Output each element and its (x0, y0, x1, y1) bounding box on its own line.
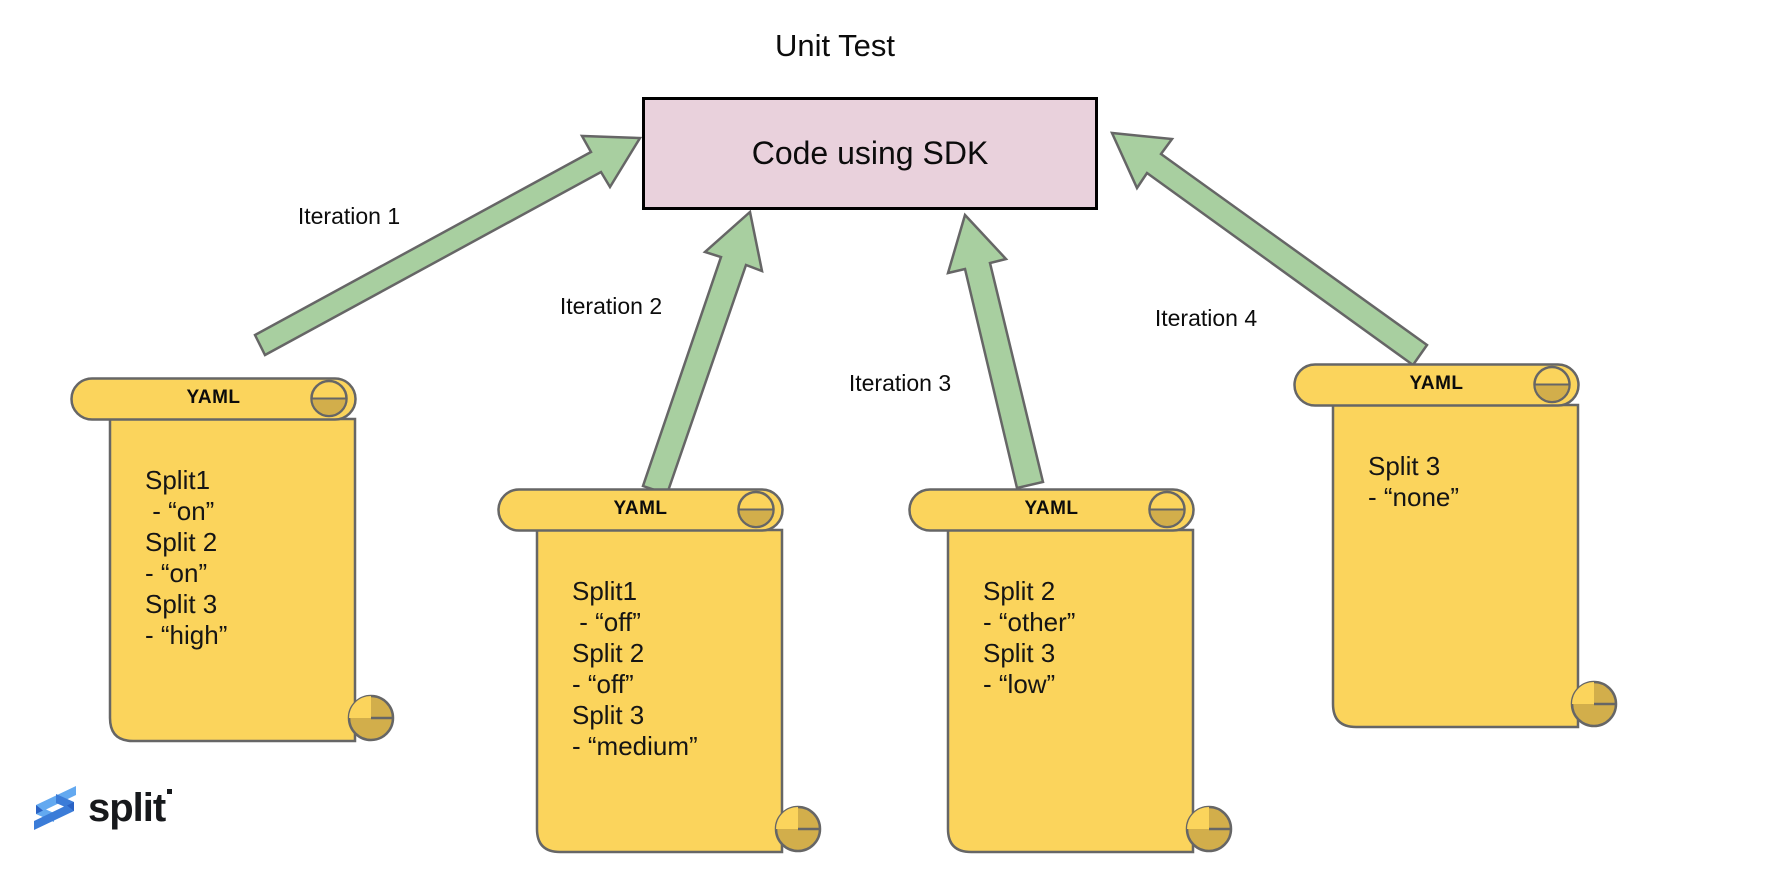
arrow-iteration-3 (946, 212, 1045, 490)
arrow-iteration-1 (253, 134, 643, 357)
yaml-scroll-4-header: YAML (1409, 373, 1464, 394)
yaml-scroll-1: YAML Split1 - “on” Split 2 - “on” Split … (70, 377, 400, 745)
yaml-scroll-3: YAML Split 2 - “other” Split 3 - “low” (908, 488, 1238, 856)
yaml-scroll-2-header: YAML (613, 498, 668, 519)
yaml-scroll-4: YAML Split 3 - “none” (1293, 363, 1623, 731)
arrow-iteration-4 (1109, 131, 1429, 367)
yaml-scroll-4-content: Split 3 - “none” (1368, 451, 1460, 512)
iteration-1-label: Iteration 1 (297, 203, 401, 229)
iteration-4-label: Iteration 4 (1154, 305, 1258, 331)
yaml-scroll-1-header: YAML (186, 387, 241, 408)
yaml-scroll-3-header: YAML (1024, 498, 1079, 519)
split-logo-text: split (88, 783, 173, 833)
arrow-iteration-2 (641, 209, 764, 496)
yaml-scroll-3-content: Split 2 - “other” Split 3 - “low” (983, 576, 1076, 699)
iteration-2-label: Iteration 2 (559, 293, 663, 319)
split-logo: split (30, 783, 173, 833)
page-title: Unit Test (774, 28, 896, 63)
yaml-scroll-2-content: Split1 - “off” Split 2 - “off” Split 3 -… (572, 576, 698, 761)
split-logo-icon (34, 786, 76, 830)
iteration-3-label: Iteration 3 (848, 370, 952, 396)
yaml-scroll-1-content: Split1 - “on” Split 2 - “on” Split 3 - “… (145, 465, 228, 650)
code-using-sdk-label: Code using SDK (751, 135, 989, 171)
scroll-shape-icon (1293, 363, 1618, 729)
yaml-scroll-2: YAML Split1 - “off” Split 2 - “off” Spli… (497, 488, 827, 856)
code-using-sdk-box: Code using SDK (642, 97, 1098, 210)
